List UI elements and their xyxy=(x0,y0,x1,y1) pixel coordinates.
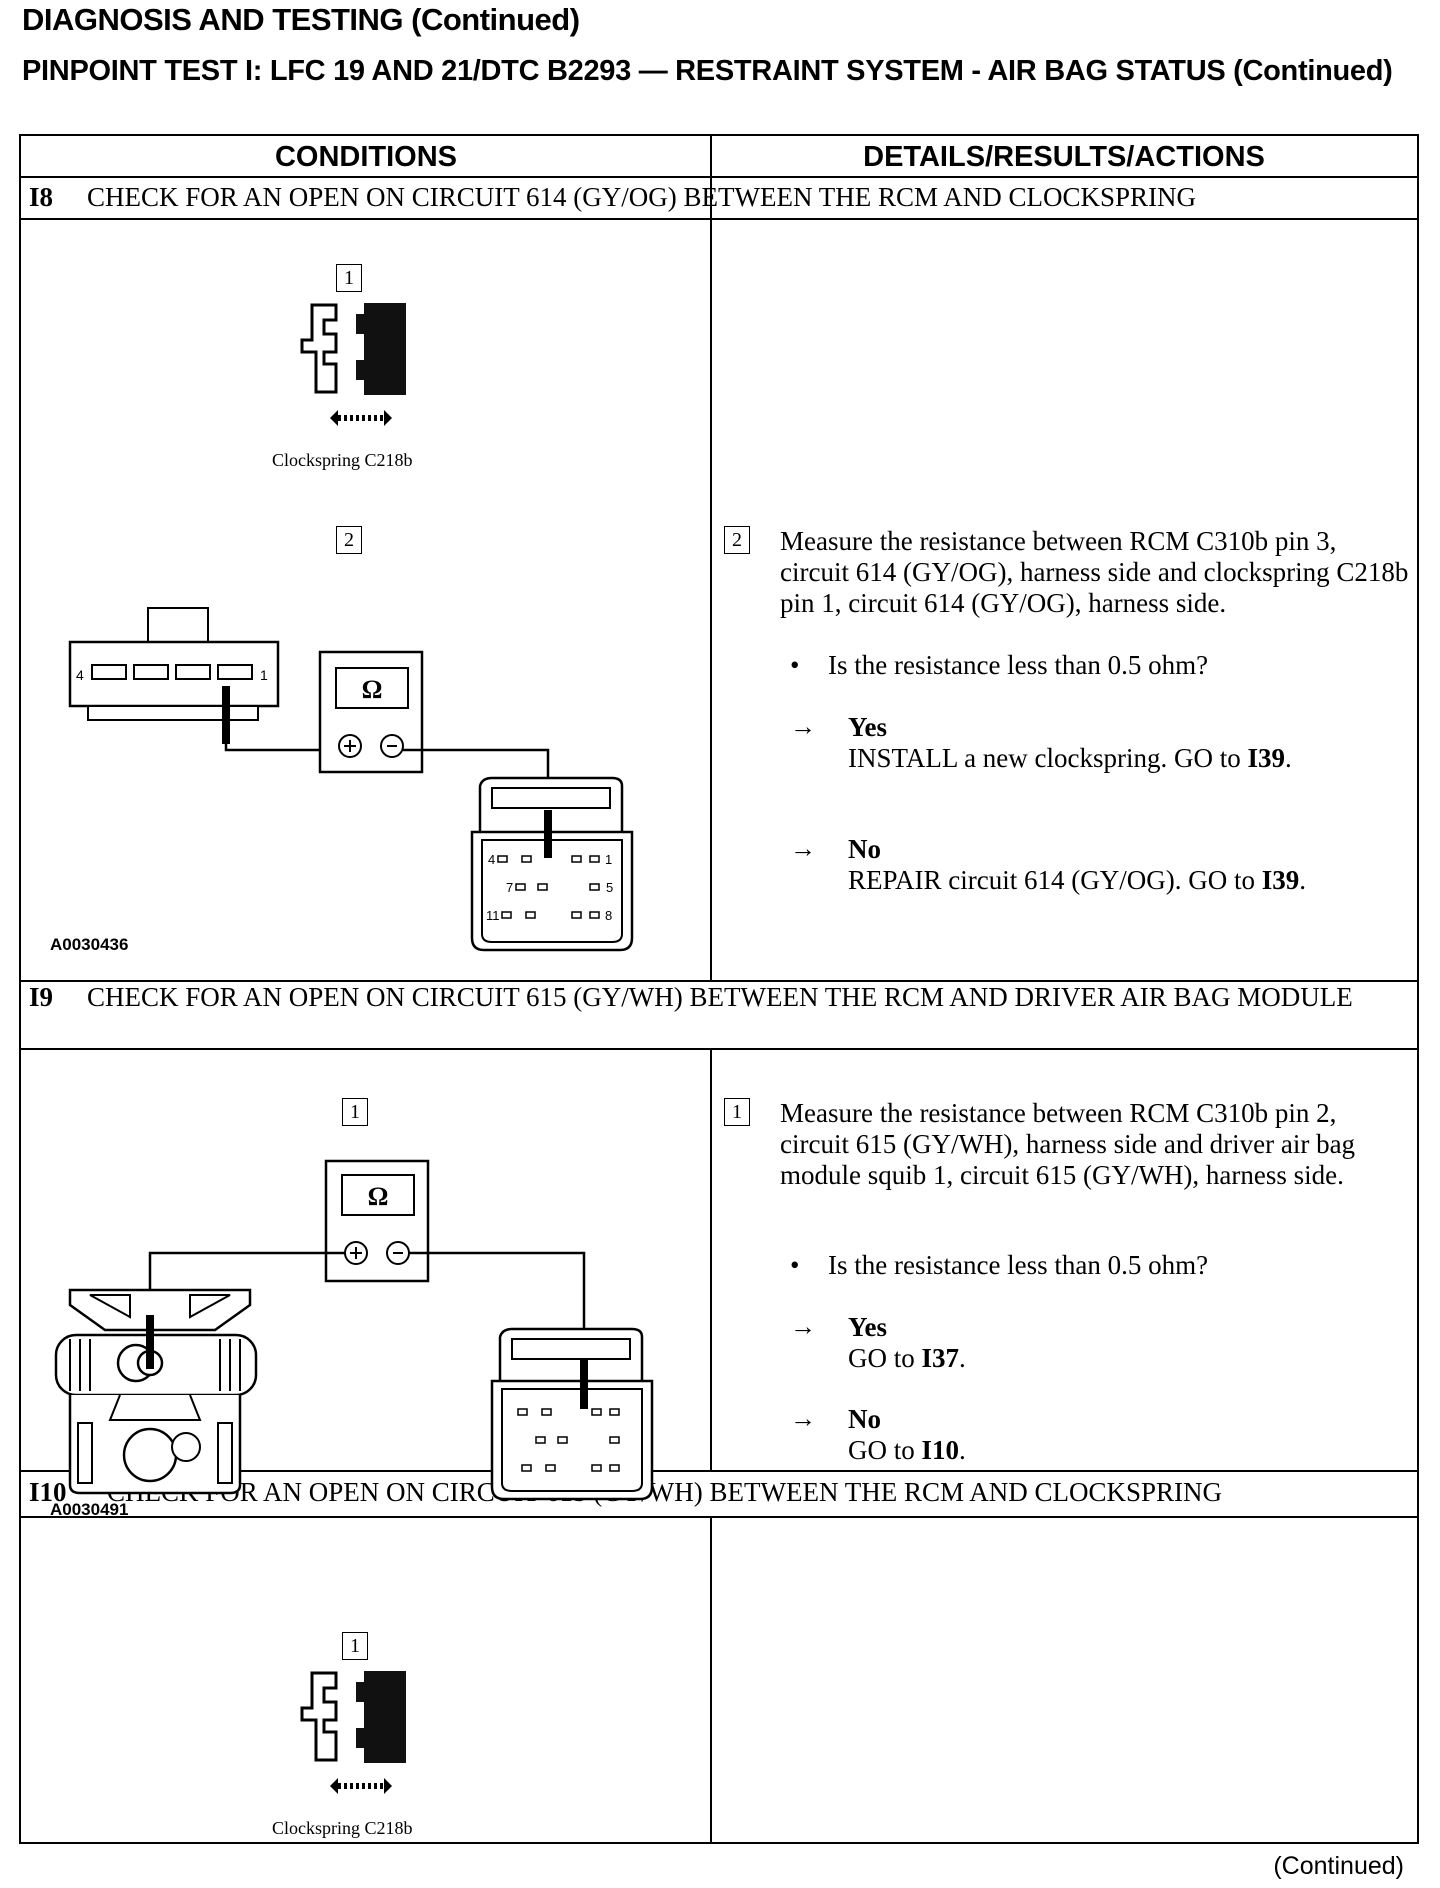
no-action: GO to I10. xyxy=(848,1435,966,1465)
figure-step-number: 1 xyxy=(342,1632,368,1660)
arrow-icon: → xyxy=(790,834,816,863)
pin-label: 4 xyxy=(488,852,495,867)
continued-footer: (Continued) xyxy=(1273,1852,1404,1880)
step-title-row: I8 CHECK FOR AN OPEN ON CIRCUIT 614 (GY/… xyxy=(29,178,1409,218)
detail-step-number: 2 xyxy=(724,526,750,554)
yes-action: GO to I37. xyxy=(848,1343,966,1373)
step-title: CHECK FOR AN OPEN ON CIRCUIT 615 (GY/WH)… xyxy=(87,982,1353,1012)
question-text: Is the resistance less than 0.5 ohm? xyxy=(828,650,1209,680)
figure-step-number: 2 xyxy=(336,526,362,554)
pin-label: 4 xyxy=(76,667,84,683)
goto-link[interactable]: I10 xyxy=(921,1435,960,1465)
yes-label: Yes xyxy=(848,1312,887,1342)
arrow-icon: → xyxy=(790,1404,816,1433)
step-title: CHECK FOR AN OPEN ON CIRCUIT 614 (GY/OG)… xyxy=(87,182,1197,212)
pin-label: 1 xyxy=(605,852,612,867)
clockspring-connector-diagram xyxy=(300,1671,406,1794)
pinpoint-test-table: CONDITIONS DETAILS/RESULTS/ACTIONS I8 CH… xyxy=(19,134,1419,1844)
arrow-icon: → xyxy=(790,1312,816,1341)
figure-caption: Clockspring C218b xyxy=(272,450,413,470)
yes-label: Yes xyxy=(848,712,887,742)
step-title: CHECK FOR AN OPEN ON CIRCUIT 615 (GY/WH)… xyxy=(107,1477,1223,1507)
figure-id: A0030491 xyxy=(50,1500,129,1519)
airbag-module-ohmmeter-diagram: Ω xyxy=(54,1159,654,1501)
no-label: No xyxy=(848,834,881,864)
ohm-symbol: Ω xyxy=(368,1182,389,1211)
goto-link[interactable]: I39 xyxy=(1261,865,1300,895)
bullet-icon: • xyxy=(790,650,800,680)
rcm-connector-ohmmeter-diagram: 4 1 Ω 4 1 7 5 11 8 xyxy=(68,607,634,952)
no-label: No xyxy=(848,1404,881,1434)
step-title-row: I9 CHECK FOR AN OPEN ON CIRCUIT 615 (GY/… xyxy=(29,982,1409,1048)
arrow-icon: → xyxy=(790,712,816,741)
goto-link[interactable]: I37 xyxy=(921,1343,960,1373)
step-id: I10 xyxy=(29,1477,67,1507)
question-text: Is the resistance less than 0.5 ohm? xyxy=(828,1250,1209,1280)
no-action: REPAIR circuit 614 (GY/OG). GO to I39. xyxy=(848,865,1306,895)
detail-instruction: Measure the resistance between RCM C310b… xyxy=(780,1098,1356,1190)
bullet-icon: • xyxy=(790,1250,800,1280)
pin-label: 8 xyxy=(605,908,612,923)
clockspring-connector-diagram xyxy=(300,303,406,426)
page-title: DIAGNOSIS AND TESTING (Continued) xyxy=(22,2,580,37)
step-title-row: I10 CHECK FOR AN OPEN ON CIRCUIT 615 (GY… xyxy=(29,1472,1409,1516)
yes-action: INSTALL a new clockspring. GO to I39. xyxy=(848,743,1292,773)
step-id: I9 xyxy=(29,982,54,1012)
test-subtitle: PINPOINT TEST I: LFC 19 AND 21/DTC B2293… xyxy=(22,55,1393,87)
figure-caption: Clockspring C218b xyxy=(272,1818,413,1838)
ohm-symbol: Ω xyxy=(362,675,383,704)
figure-id: A0030436 xyxy=(50,935,129,954)
pin-label: 7 xyxy=(506,880,513,895)
pin-label: 1 xyxy=(260,667,268,683)
step-id: I8 xyxy=(29,182,54,212)
detail-step-number: 1 xyxy=(724,1098,750,1126)
column-header-details: DETAILS/RESULTS/ACTIONS xyxy=(863,141,1265,173)
column-header-conditions: CONDITIONS xyxy=(274,141,458,173)
goto-link[interactable]: I39 xyxy=(1247,743,1286,773)
detail-instruction: Measure the resistance between RCM C310b… xyxy=(780,526,1409,618)
figure-step-number: 1 xyxy=(342,1098,368,1126)
pin-label: 5 xyxy=(606,880,613,895)
pin-label: 11 xyxy=(486,908,500,923)
figure-step-number: 1 xyxy=(336,264,362,292)
